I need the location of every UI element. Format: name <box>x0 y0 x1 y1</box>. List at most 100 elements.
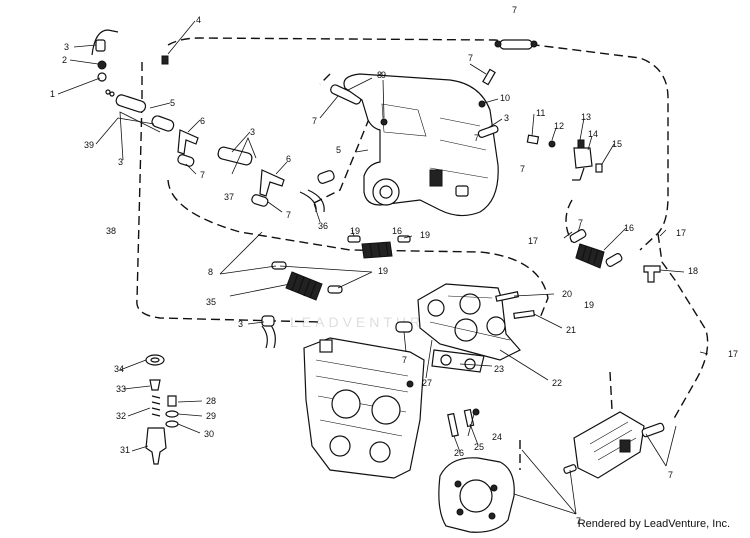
callout-7-a: 7 <box>312 116 317 126</box>
part-16-fuel-filter-right <box>569 229 623 269</box>
callout-11: 11 <box>536 108 545 118</box>
callout-17-b: 17 <box>676 228 686 238</box>
callout-17-c: 17 <box>728 349 738 359</box>
callout-30: 30 <box>204 429 214 439</box>
callout-32: 32 <box>116 411 126 421</box>
callout-7-h: 7 <box>402 355 407 365</box>
part-18-tee-fitting <box>643 265 661 283</box>
hose-17-route <box>657 233 709 423</box>
callout-12: 12 <box>554 121 564 131</box>
callout-34: 34 <box>114 364 124 374</box>
hose-routes <box>136 37 709 470</box>
top-hose-part-7 <box>494 39 538 50</box>
exhaust-manifold-22 <box>417 283 521 361</box>
callout-15: 15 <box>612 139 622 149</box>
callout-3-c: 3 <box>504 113 509 123</box>
callout-2: 2 <box>62 55 67 65</box>
hose-right-route <box>565 199 573 243</box>
callout-19-c: 19 <box>378 266 388 276</box>
part-4-fitting <box>161 55 169 65</box>
callout-17-a: 17 <box>528 236 538 246</box>
parts-10-11-12-fittings <box>477 68 556 148</box>
callout-37: 37 <box>224 192 234 202</box>
carburetor-assembly <box>343 73 499 217</box>
callout-25: 25 <box>474 442 484 452</box>
part-27-elbow <box>395 321 413 333</box>
callout-5-a: 5 <box>170 98 175 108</box>
callout-7-c: 7 <box>474 133 479 143</box>
callout-39: 39 <box>84 140 94 150</box>
callout-13: 13 <box>581 112 591 122</box>
callout-35: 35 <box>206 297 216 307</box>
part-13-14-valve <box>572 139 603 181</box>
callout-23: 23 <box>494 364 504 374</box>
callout-18: 18 <box>688 266 698 276</box>
gasket-23 <box>431 349 485 373</box>
callout-7-b: 7 <box>468 53 473 63</box>
callout-28: 28 <box>206 396 216 406</box>
callout-29: 29 <box>206 411 216 421</box>
part-36-hose <box>299 170 335 213</box>
callout-9: 9 <box>381 70 386 80</box>
studs-and-nuts-24-25-26 <box>447 291 535 438</box>
callout-3-top: 3 <box>64 42 69 52</box>
callout-24: 24 <box>492 432 502 442</box>
callout-16-b: 16 <box>624 223 634 233</box>
callout-7-i: 7 <box>668 470 673 480</box>
callout-36: 36 <box>318 221 328 231</box>
callout-19-b: 19 <box>420 230 430 240</box>
valve-parts-28-to-34 <box>145 354 179 465</box>
callout-6-b: 6 <box>286 154 291 164</box>
callout-31: 31 <box>120 445 130 455</box>
callout-5-b: 5 <box>336 145 341 155</box>
callout-3-d: 3 <box>238 319 243 329</box>
callout-7-g: 7 <box>578 218 583 228</box>
callout-7-f: 7 <box>286 210 291 220</box>
part-37-hose <box>217 146 253 166</box>
flywheel-cover <box>438 457 515 533</box>
cdi-box <box>573 411 645 479</box>
callout-7-d: 7 <box>520 164 525 174</box>
hose-to-filter-route <box>309 73 381 206</box>
callout-14: 14 <box>588 129 598 139</box>
callout-19-d: 19 <box>584 300 594 310</box>
render-credit: Rendered by LeadVenture, Inc. <box>577 518 730 530</box>
part-39-hoses <box>177 154 269 207</box>
part-35-fuel-filter <box>271 261 343 301</box>
leader-lines <box>57 20 709 515</box>
callout-16-a: 16 <box>392 226 402 236</box>
callout-38: 38 <box>106 226 116 236</box>
hose-8-route <box>167 179 549 319</box>
part-5-hoses <box>115 94 175 132</box>
callout-labels: 7 4 3 2 1 8 9 7 7 10 3 7 11 12 13 14 15 … <box>50 5 738 526</box>
callout-3-b: 3 <box>250 127 255 137</box>
callout-10: 10 <box>500 93 510 103</box>
part-6-tee-fittings <box>177 129 285 197</box>
callout-26: 26 <box>454 448 464 458</box>
callout-6-a: 6 <box>200 116 205 126</box>
callout-1: 1 <box>50 89 55 99</box>
callout-3-a: 3 <box>118 157 123 167</box>
callout-27: 27 <box>422 378 432 388</box>
hose-top-route <box>167 37 669 251</box>
engine-block <box>303 337 425 479</box>
callout-7-e: 7 <box>200 170 205 180</box>
callout-8-top: 8 <box>377 70 382 80</box>
hose-38-route <box>136 62 321 323</box>
part-1-2-3-fitting-group <box>91 29 119 97</box>
hose-bottom-route <box>519 371 613 470</box>
callout-22: 22 <box>552 378 562 388</box>
callout-33: 33 <box>116 384 126 394</box>
part-7-hose-right <box>563 422 665 474</box>
part-16-fuel-filter-center <box>347 235 411 259</box>
callout-7-j: 7 <box>576 516 581 526</box>
callout-21: 21 <box>566 325 576 335</box>
part-3-lower-hose <box>261 315 276 349</box>
callout-7-top: 7 <box>512 5 517 15</box>
callout-8-b: 8 <box>208 267 213 277</box>
callout-19-a: 19 <box>350 226 360 236</box>
callout-4: 4 <box>196 15 201 25</box>
callout-20: 20 <box>562 289 572 299</box>
